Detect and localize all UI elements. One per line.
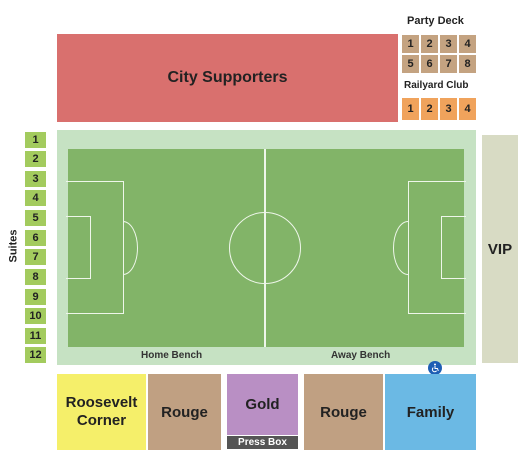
left-goal-box	[66, 216, 91, 279]
party-deck-section-5[interactable]: 5	[402, 55, 419, 73]
party-deck-label: Party Deck	[407, 15, 464, 27]
section-gold[interactable]: Gold	[227, 374, 298, 435]
away-bench-label: Away Bench	[331, 350, 391, 361]
press-box-label: Press Box	[238, 437, 287, 448]
gold-label: Gold	[245, 396, 280, 413]
section-rouge-right[interactable]: Rouge	[304, 374, 383, 450]
suite-2[interactable]: 2	[25, 151, 46, 167]
party-deck-section-4[interactable]: 4	[459, 35, 476, 53]
railyard-club-section-1[interactable]: 1	[402, 98, 419, 120]
suites-label: Suites	[7, 229, 20, 263]
family-label: Family	[406, 403, 455, 421]
city-supporters-label: City Supporters	[167, 69, 288, 86]
railyard-club-label: Railyard Club	[404, 80, 469, 91]
section-city-supporters[interactable]: City Supporters	[57, 34, 398, 122]
rouge-left-label: Rouge	[161, 403, 208, 421]
party-deck-section-3[interactable]: 3	[440, 35, 457, 53]
section-family[interactable]: Family	[385, 374, 476, 450]
party-deck-section-8[interactable]: 8	[459, 55, 476, 73]
party-deck-section-7[interactable]: 7	[440, 55, 457, 73]
home-bench-label: Home Bench	[141, 350, 203, 361]
section-rouge-left[interactable]: Rouge	[148, 374, 221, 450]
suite-6[interactable]: 6	[25, 230, 46, 246]
railyard-club-section-2[interactable]: 2	[421, 98, 438, 120]
left-penalty-box	[66, 181, 124, 314]
wheelchair-icon	[428, 361, 442, 375]
vip-label: VIP	[487, 240, 513, 258]
suite-11[interactable]: 11	[25, 328, 46, 344]
section-vip[interactable]: VIP	[482, 135, 518, 363]
section-press-box[interactable]: Press Box	[227, 436, 298, 449]
suite-8[interactable]: 8	[25, 269, 46, 285]
suite-12[interactable]: 12	[25, 347, 46, 363]
party-deck-section-6[interactable]: 6	[421, 55, 438, 73]
suite-7[interactable]: 7	[25, 249, 46, 265]
suite-3[interactable]: 3	[25, 171, 46, 187]
suite-10[interactable]: 10	[25, 308, 46, 324]
party-deck-section-1[interactable]: 1	[402, 35, 419, 53]
pitch	[66, 149, 466, 347]
right-goal-box	[441, 216, 466, 279]
railyard-club-section-4[interactable]: 4	[459, 98, 476, 120]
suite-1[interactable]: 1	[25, 132, 46, 148]
suite-5[interactable]: 5	[25, 210, 46, 226]
section-roosevelt-corner[interactable]: Roosevelt Corner	[57, 374, 146, 450]
suite-9[interactable]: 9	[25, 289, 46, 305]
railyard-club-section-3[interactable]: 3	[440, 98, 457, 120]
party-deck-section-2[interactable]: 2	[421, 35, 438, 53]
suite-4[interactable]: 4	[25, 190, 46, 206]
roosevelt-corner-label-line1: Roosevelt	[65, 394, 138, 411]
center-circle	[229, 212, 301, 284]
roosevelt-corner-label-line2: Corner	[76, 412, 127, 429]
rouge-right-label: Rouge	[320, 403, 367, 421]
